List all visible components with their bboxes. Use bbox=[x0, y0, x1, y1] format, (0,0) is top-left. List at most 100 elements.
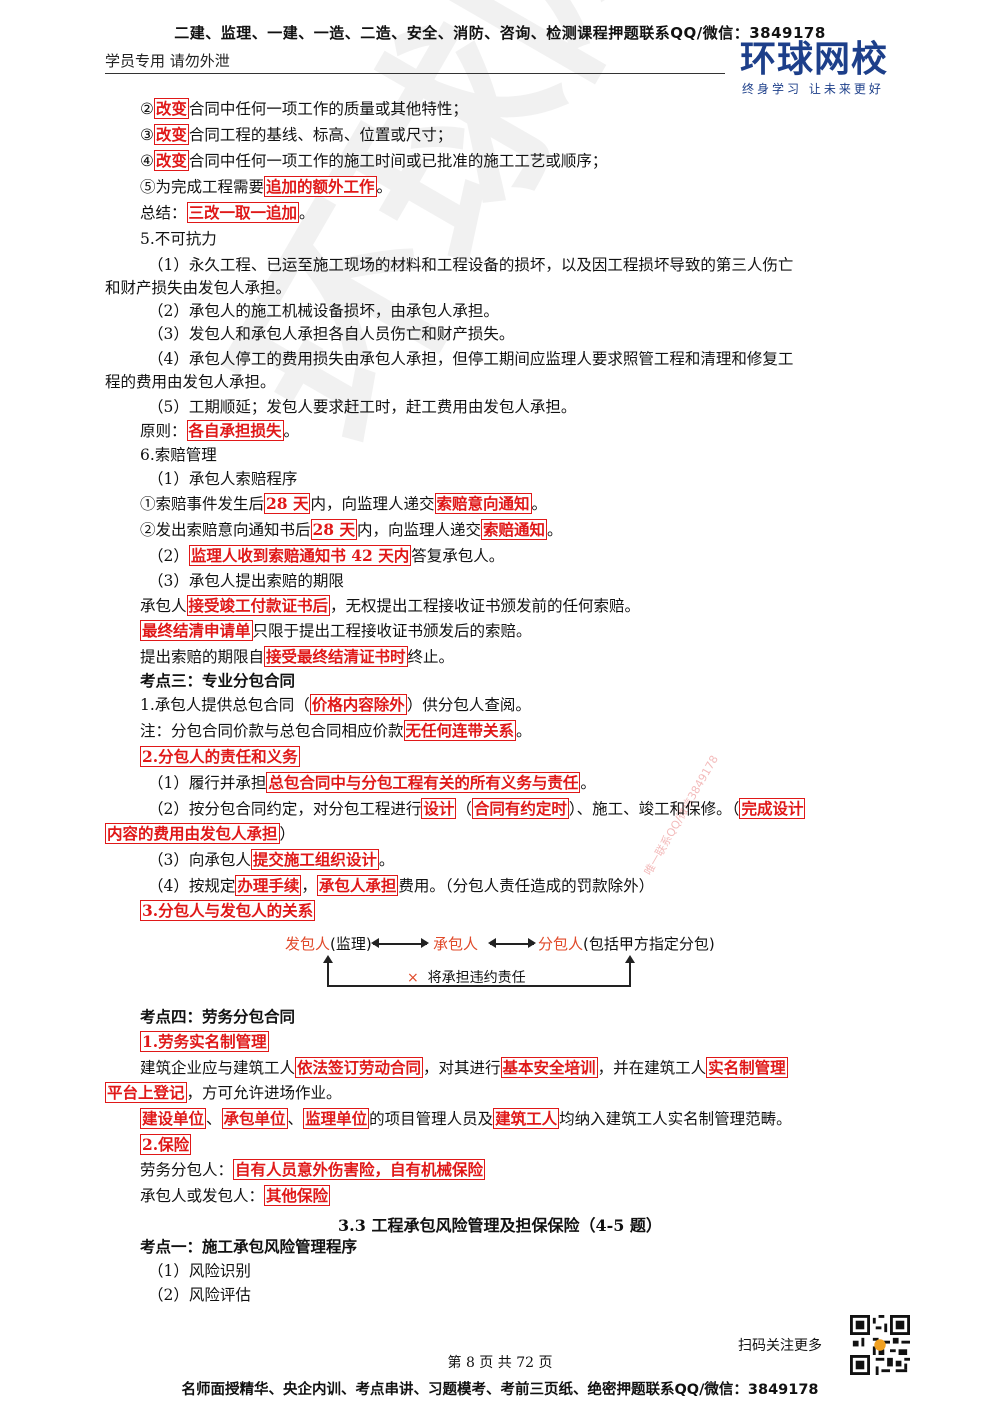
highlighted-keyword: 接受最终结清证书时 bbox=[264, 646, 408, 667]
diagram-subcontractor: 分包人(包括甲方指定分包) bbox=[538, 933, 715, 954]
diagram-employer-label: 发包人 bbox=[285, 935, 331, 953]
line-text: ，无权提出工程接收证书颁发前的任何索赔。 bbox=[330, 597, 641, 615]
highlighted-keyword: 承包人承担 bbox=[316, 875, 399, 896]
line-text: 。 bbox=[547, 521, 563, 539]
line-text: 建筑企业应与建筑工人 bbox=[140, 1059, 296, 1077]
line-text: 。 bbox=[378, 851, 395, 869]
header-promo: 二建、监理、一建、一造、二造、安全、消防、咨询、检测课程押题联系QQ/微信：38… bbox=[174, 24, 826, 42]
highlighted-keyword: 最终结清申请单 bbox=[140, 620, 253, 641]
text-line: 原则：各自承担损失。 bbox=[140, 420, 299, 442]
line-text: 考点四：劳务分包合同 bbox=[140, 1007, 296, 1026]
line-text: 1.承包人提供总包合同（ bbox=[140, 696, 310, 714]
line-text: 均纳入建筑工人实名制管理范畴。 bbox=[559, 1110, 792, 1128]
highlighted-keyword: 自有人员意外伤害险，自有机械保险 bbox=[233, 1159, 486, 1180]
highlighted-keyword: 改变 bbox=[153, 150, 189, 171]
double-arrow-right bbox=[488, 939, 536, 947]
highlighted-keyword: 价格内容除外 bbox=[309, 694, 407, 715]
text-line: 2.分包人的责任和义务 bbox=[140, 746, 300, 768]
text-line: 考点四：劳务分包合同 bbox=[140, 1006, 295, 1028]
line-text: ，并在建筑工人 bbox=[597, 1059, 707, 1077]
text-line: 1.承包人提供总包合同（价格内容除外）供分包人查阅。 bbox=[140, 694, 531, 716]
highlighted-keyword: 无任何连带关系 bbox=[403, 720, 517, 741]
line-text: 和财产损失由发包人承担。 bbox=[105, 279, 292, 297]
text-line: 1.劳务实名制管理 bbox=[140, 1031, 269, 1053]
line-text: 、 bbox=[206, 1110, 222, 1128]
cross-icon: × bbox=[407, 970, 419, 986]
text-line: （1）永久工程、已运至施工现场的材料和工程设备的损坏，以及因工程损坏导致的第三人… bbox=[148, 254, 793, 276]
highlighted-keyword: 设计 bbox=[421, 798, 457, 819]
page-number: 第 8 页 共 72 页 bbox=[447, 1355, 553, 1371]
text-line: （4）按规定办理手续，承包人承担费用。（分包人责任造成的罚款除外） bbox=[148, 875, 654, 897]
text-line: 和财产损失由发包人承担。 bbox=[105, 277, 291, 299]
text-line: 提出索赔的期限自接受最终结清证书时终止。 bbox=[140, 646, 454, 668]
logo-name: 环球网校 bbox=[740, 40, 920, 80]
text-line: （2）承包人的施工机械设备损坏，由承包人承担。 bbox=[148, 300, 499, 322]
text-line: 注：分包合同价款与总包合同相应价款无任何连带关系。 bbox=[140, 720, 532, 742]
logo: 环球网校 终身学习 让未来更好 bbox=[740, 40, 920, 97]
line-text: （1）风险识别 bbox=[148, 1262, 251, 1280]
highlighted-keyword: 接受竣工付款证书后 bbox=[186, 595, 331, 616]
line-text: 。 bbox=[531, 495, 548, 513]
line-text: 劳务分包人： bbox=[140, 1161, 234, 1179]
line-text: ）供分包人查阅。 bbox=[406, 696, 531, 714]
highlighted-keyword: 三改一取一追加 bbox=[186, 202, 300, 223]
arrow-up-left bbox=[324, 955, 332, 985]
line-text: 承包人或发包人： bbox=[140, 1187, 265, 1205]
highlighted-keyword: 监理人收到索赔通知书 42 天内 bbox=[188, 545, 412, 566]
highlighted-keyword: 1.劳务实名制管理 bbox=[140, 1031, 269, 1052]
qr-code-icon[interactable] bbox=[850, 1315, 910, 1375]
text-line: 最终结清申请单只限于提出工程接收证书颁发后的索赔。 bbox=[140, 620, 532, 642]
line-text: （2）承包人的施工机械设备损坏，由承包人承担。 bbox=[148, 302, 499, 320]
highlighted-keyword: 实名制管理 bbox=[706, 1057, 788, 1078]
highlighted-keyword: 监理单位 bbox=[303, 1108, 370, 1129]
highlighted-keyword: 2.分包人的责任和义务 bbox=[140, 746, 300, 767]
highlighted-keyword: 承包单位 bbox=[221, 1108, 288, 1129]
text-line: （3）发包人和承包人承担各自人员伤亡和财产损失。 bbox=[148, 323, 514, 345]
text-line: （1）履行并承担总包合同中与分包工程有关的所有义务与责任。 bbox=[148, 772, 596, 794]
text-line: （3）承包人提出索赔的期限 bbox=[148, 570, 344, 592]
text-line: （1）风险识别 bbox=[148, 1260, 251, 1282]
arrow-up-right bbox=[626, 955, 634, 985]
text-line: 劳务分包人：自有人员意外伤害险，自有机械保险 bbox=[140, 1159, 486, 1181]
section-title: 3.3 工程承包风险管理及担保保险（4-5 题） bbox=[338, 1216, 662, 1235]
line-text: （ bbox=[456, 800, 472, 818]
footer-promo: 名师面授精华、央企内训、考点串讲、习题模考、考前三页纸、绝密押题联系QQ/微信：… bbox=[181, 1382, 819, 1398]
highlighted-keyword: 办理手续 bbox=[235, 875, 302, 896]
bottom-connector bbox=[327, 985, 631, 987]
text-line: ⑤为完成工程需要追加的额外工作。 bbox=[140, 176, 392, 198]
text-line: 2.保险 bbox=[140, 1134, 192, 1156]
highlighted-keyword: 28 天 bbox=[264, 493, 311, 514]
line-text: ①索赔事件发生后 bbox=[140, 495, 265, 513]
line-text: 合同中任何一项工作的质量或其他特性； bbox=[188, 100, 468, 118]
line-text: 提出索赔的期限自 bbox=[140, 648, 265, 666]
line-text: 程的费用由发包人承担。 bbox=[105, 373, 276, 391]
highlighted-keyword: 索赔意向通知 bbox=[434, 493, 532, 514]
diagram-sub-note: (包括甲方指定分包) bbox=[583, 935, 715, 953]
diagram-subcontractor-label: 分包人 bbox=[538, 935, 584, 953]
text-line: 内容的费用由发包人承担） bbox=[105, 823, 295, 845]
line-text: 、 bbox=[287, 1110, 304, 1128]
highlighted-keyword: 其他保险 bbox=[264, 1185, 331, 1206]
line-text: 考点三：专业分包合同 bbox=[140, 671, 296, 690]
line-text: （2）风险评估 bbox=[148, 1286, 251, 1304]
highlighted-keyword: 依法签订劳动合同 bbox=[295, 1057, 424, 1078]
line-text: （1）承包人索赔程序 bbox=[148, 470, 298, 488]
text-line: 总结：三改一取一追加。 bbox=[140, 202, 315, 224]
scan-prompt: 扫码关注更多 bbox=[738, 1338, 822, 1354]
highlighted-keyword: 各自承担损失 bbox=[186, 420, 284, 441]
line-text: ，方可允许进场作业。 bbox=[186, 1084, 342, 1102]
line-text: （4）按规定 bbox=[148, 877, 236, 895]
text-line: （2）按分包合同约定，对分包工程进行设计（合同有约定时）、施工、竣工和保修。（完… bbox=[148, 798, 806, 820]
line-text: 合同工程的基线、标高、位置或尺寸； bbox=[188, 126, 453, 144]
line-text: 承包人 bbox=[140, 597, 187, 615]
line-text: 。 bbox=[376, 178, 393, 196]
line-text: ，对其进行 bbox=[423, 1059, 501, 1077]
text-line: 承包人接受竣工付款证书后，无权提出工程接收证书颁发前的任何索赔。 bbox=[140, 595, 640, 617]
line-text: 注：分包合同价款与总包合同相应价款 bbox=[140, 722, 404, 740]
text-line: 承包人或发包人：其他保险 bbox=[140, 1185, 331, 1207]
line-text: ④ bbox=[140, 152, 154, 170]
line-text: （3）向承包人 bbox=[148, 851, 251, 869]
highlighted-keyword: 2.保险 bbox=[140, 1134, 192, 1155]
line-text: （3）承包人提出索赔的期限 bbox=[148, 572, 344, 590]
